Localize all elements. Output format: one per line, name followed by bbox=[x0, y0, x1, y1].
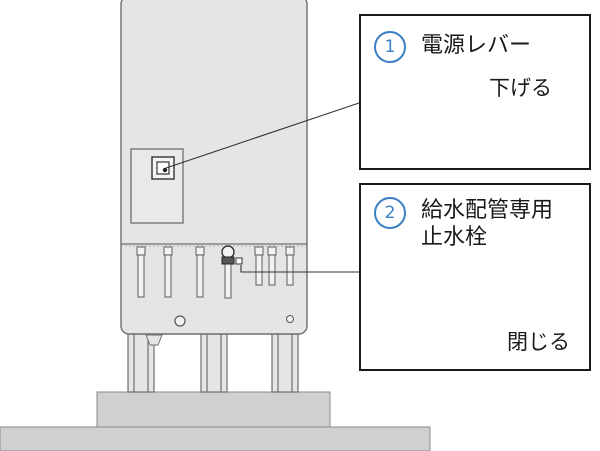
water-heater-unit bbox=[120, 0, 308, 346]
unit-legs bbox=[127, 333, 299, 393]
callout-title-line2: 止水栓 bbox=[421, 225, 488, 250]
callout-title: 電源レバー bbox=[421, 33, 532, 58]
callout-power-lever: 1 電源レバー 下げる bbox=[359, 14, 591, 170]
leader-lines bbox=[165, 101, 363, 273]
callout-shutoff-valve: 2 給水配管専用 止水栓 閉じる bbox=[359, 183, 591, 371]
callout-action-label: 閉じる bbox=[507, 330, 570, 354]
callout-number-badge: 1 bbox=[374, 31, 406, 63]
callout-action-label: 下げる bbox=[489, 76, 552, 100]
ground bbox=[0, 391, 600, 451]
callout-number-badge: 2 bbox=[374, 197, 406, 229]
callout-title-line1: 給水配管専用 bbox=[421, 198, 554, 223]
